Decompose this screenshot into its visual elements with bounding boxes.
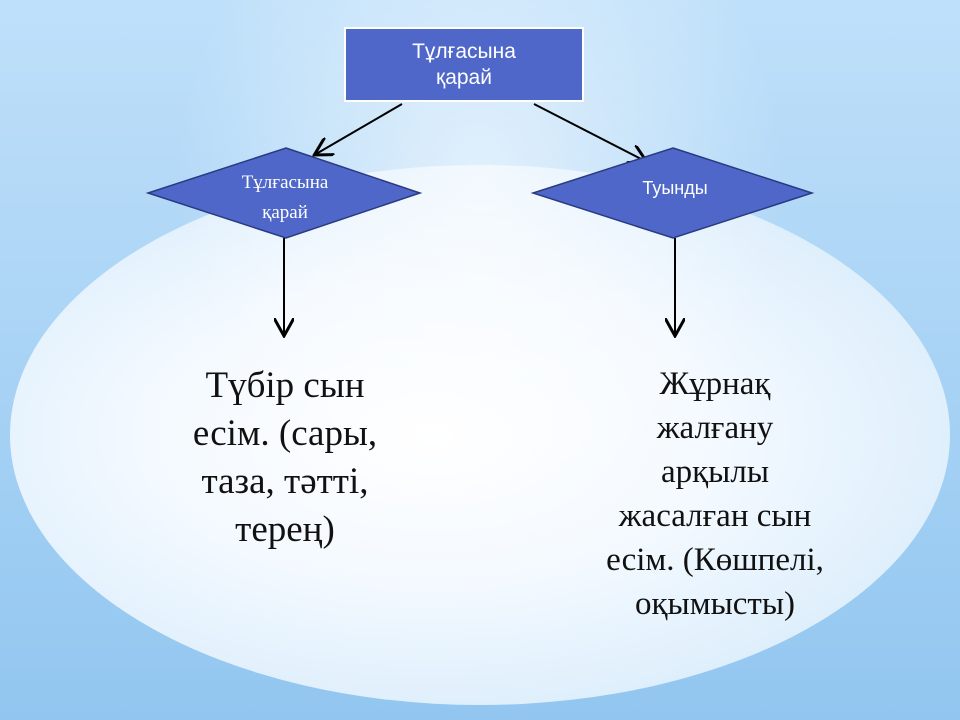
result-right-line: Жұрнақ bbox=[659, 366, 771, 402]
root-line2: қарай bbox=[436, 65, 492, 89]
result-left-line: Түбір сын bbox=[205, 365, 365, 406]
result-right-line: жасалған сын bbox=[618, 498, 812, 534]
result-left-line: есім. (сары, bbox=[192, 413, 378, 454]
diamond-left bbox=[145, 147, 423, 239]
arrow-root-to-left bbox=[316, 103, 403, 154]
arrow-root-to-right bbox=[533, 103, 645, 161]
diamond-right-label: Туынды bbox=[642, 178, 708, 198]
result-right-line: жалғану bbox=[656, 410, 774, 446]
diamond-left-line1: Тұлғасына bbox=[241, 172, 329, 193]
diamond-right bbox=[530, 147, 815, 239]
result-right-line: арқылы bbox=[661, 454, 769, 490]
result-left-line: таза, тәтті, bbox=[201, 461, 369, 502]
diamond-left-label: Тұлғасына қарай bbox=[200, 168, 370, 228]
root-line1: Тұлғасына bbox=[412, 39, 516, 63]
result-right-line: есім. (Көшпелі, bbox=[606, 542, 824, 578]
result-left-line: терең) bbox=[235, 509, 335, 550]
root-node: Тұлғасына қарай bbox=[344, 27, 584, 102]
result-right: Жұрнақ жалғану арқылы жасалған сын есім.… bbox=[570, 362, 860, 626]
result-left: Түбір сын есім. (сары, таза, тәтті, тере… bbox=[150, 362, 420, 554]
result-right-line: оқымысты) bbox=[635, 586, 795, 622]
diamond-left-line2: қарай bbox=[262, 202, 308, 223]
